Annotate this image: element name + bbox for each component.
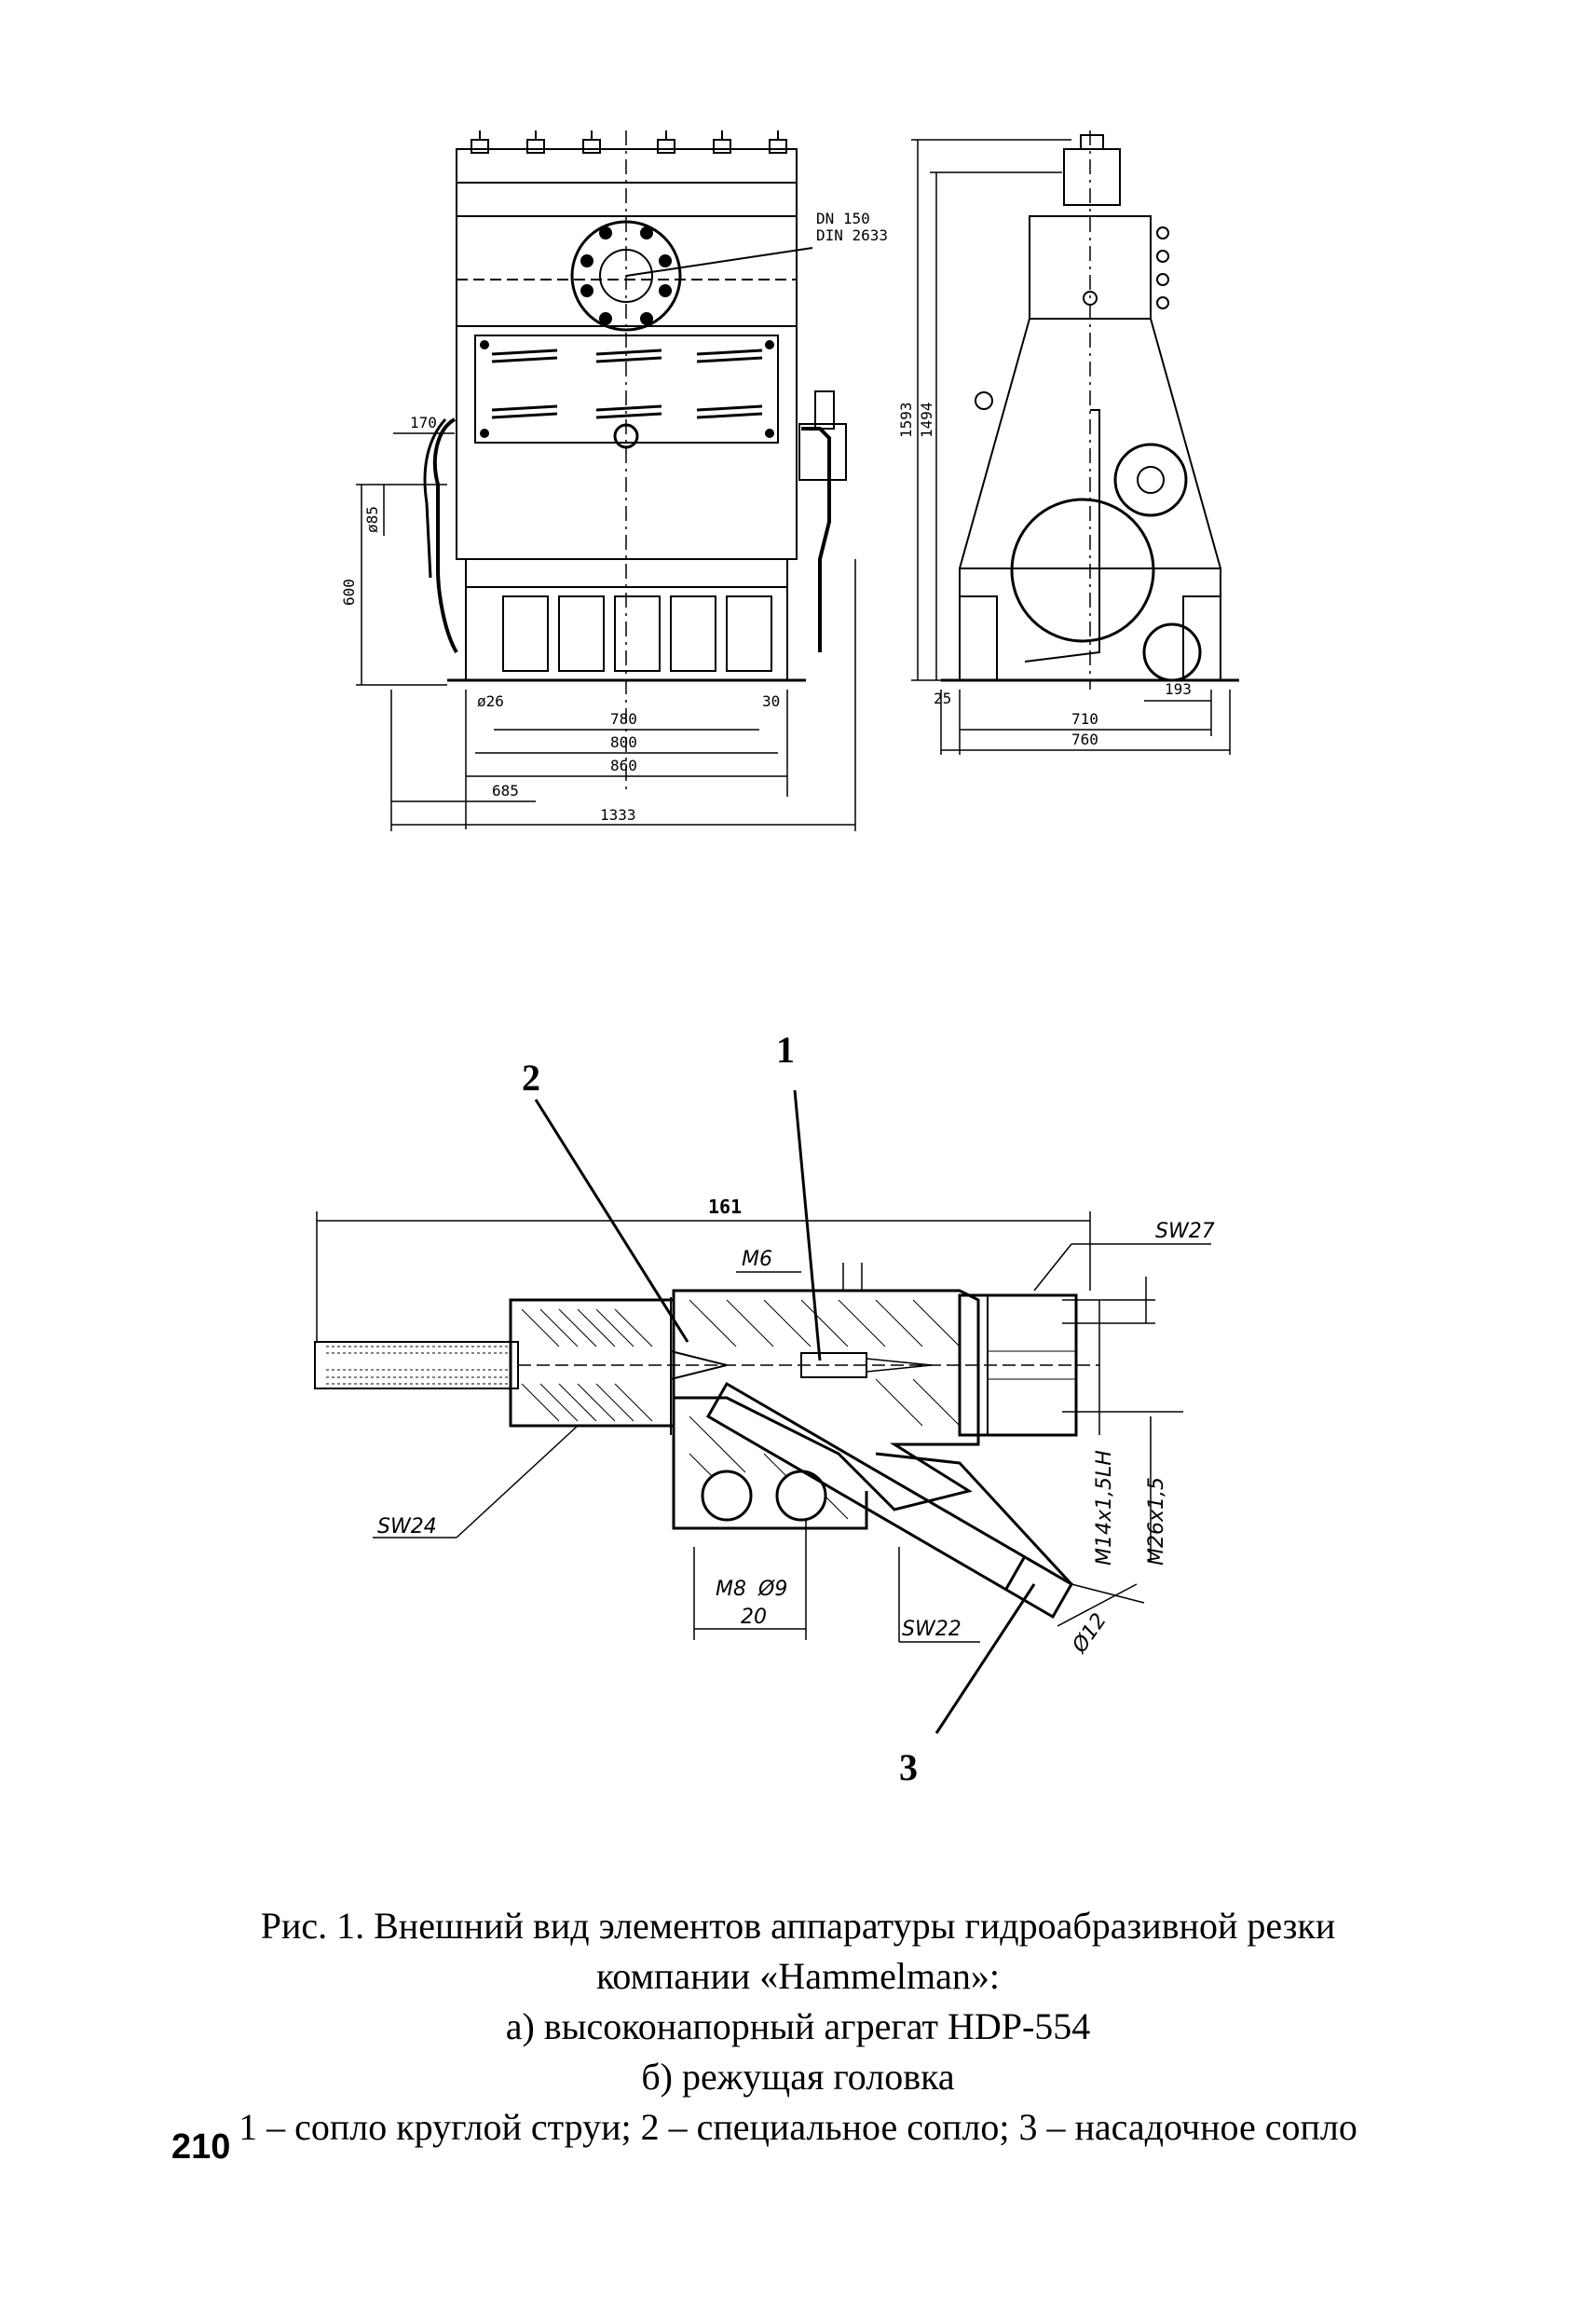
- label-m26: M26x1,5: [1145, 1477, 1168, 1566]
- label-sw27: SW27: [1155, 1220, 1215, 1243]
- dim-860: 860: [610, 757, 637, 774]
- dim-800: 800: [610, 733, 637, 751]
- dim-170: 170: [410, 414, 437, 431]
- dim-25: 25: [934, 690, 951, 707]
- label-din2633: DIN 2633: [816, 226, 888, 244]
- dim-1494: 1494: [918, 402, 935, 438]
- dim-193: 193: [1165, 680, 1192, 698]
- sw24-nut: [509, 1297, 675, 1435]
- side-view: 1593 1494 25 193 710 760: [897, 130, 1239, 755]
- label-sw24: SW24: [377, 1515, 437, 1538]
- caption-line-4: б) режущая головка: [641, 2056, 955, 2098]
- caption-line-1: Рис. 1. Внешний вид элементов аппаратуры…: [260, 1905, 1336, 1947]
- head-body: [672, 1289, 980, 1530]
- dim-600: 600: [340, 579, 358, 606]
- dim-760: 760: [1071, 731, 1098, 748]
- front-view: 170 600 ø85 ø26 30 780 800 860 685 1333 …: [340, 130, 888, 831]
- dim-710: 710: [1071, 710, 1098, 728]
- output-nozzle: [705, 1381, 1074, 1620]
- dim-phi26: ø26: [477, 692, 504, 710]
- dim-20: 20: [741, 1606, 767, 1629]
- label-m6: M6: [742, 1248, 772, 1271]
- figure-b-drawing: 161 M6 SW27 M14x1,5LH M26x1,5 SW24 M8 Ø9…: [314, 1029, 1215, 1788]
- dim-phi85: ø85: [363, 506, 381, 533]
- caption-line-2: компании «Hammelman»:: [595, 1955, 1001, 1997]
- figure-caption: Рис. 1. Внешний вид элементов аппаратуры…: [0, 1901, 1596, 2153]
- label-m14: M14x1,5LH: [1093, 1450, 1116, 1566]
- dim-30: 30: [762, 692, 780, 710]
- label-phi9: Ø9: [757, 1578, 787, 1601]
- dim-161: 161: [708, 1196, 742, 1218]
- dim-780: 780: [610, 710, 637, 728]
- label-m8: M8: [716, 1578, 746, 1601]
- dim-685: 685: [492, 782, 519, 800]
- callout-2: 2: [522, 1057, 540, 1099]
- figure-a-drawing: 170 600 ø85 ø26 30 780 800 860 685 1333 …: [340, 130, 1239, 831]
- dim-1593: 1593: [897, 402, 915, 438]
- caption-line-5: 1 – сопло круглой струи; 2 – специальное…: [239, 2106, 1357, 2148]
- callout-3: 3: [899, 1746, 918, 1788]
- page-number: 210: [171, 2127, 231, 2167]
- label-dn150: DN 150: [816, 210, 870, 227]
- dim-1333: 1333: [600, 806, 636, 824]
- label-sw22: SW22: [902, 1618, 962, 1641]
- caption-line-3: а) высоконапорный агрегат HDP-554: [505, 2005, 1091, 2047]
- input-tube: [314, 1341, 519, 1389]
- callout-1: 1: [776, 1029, 795, 1071]
